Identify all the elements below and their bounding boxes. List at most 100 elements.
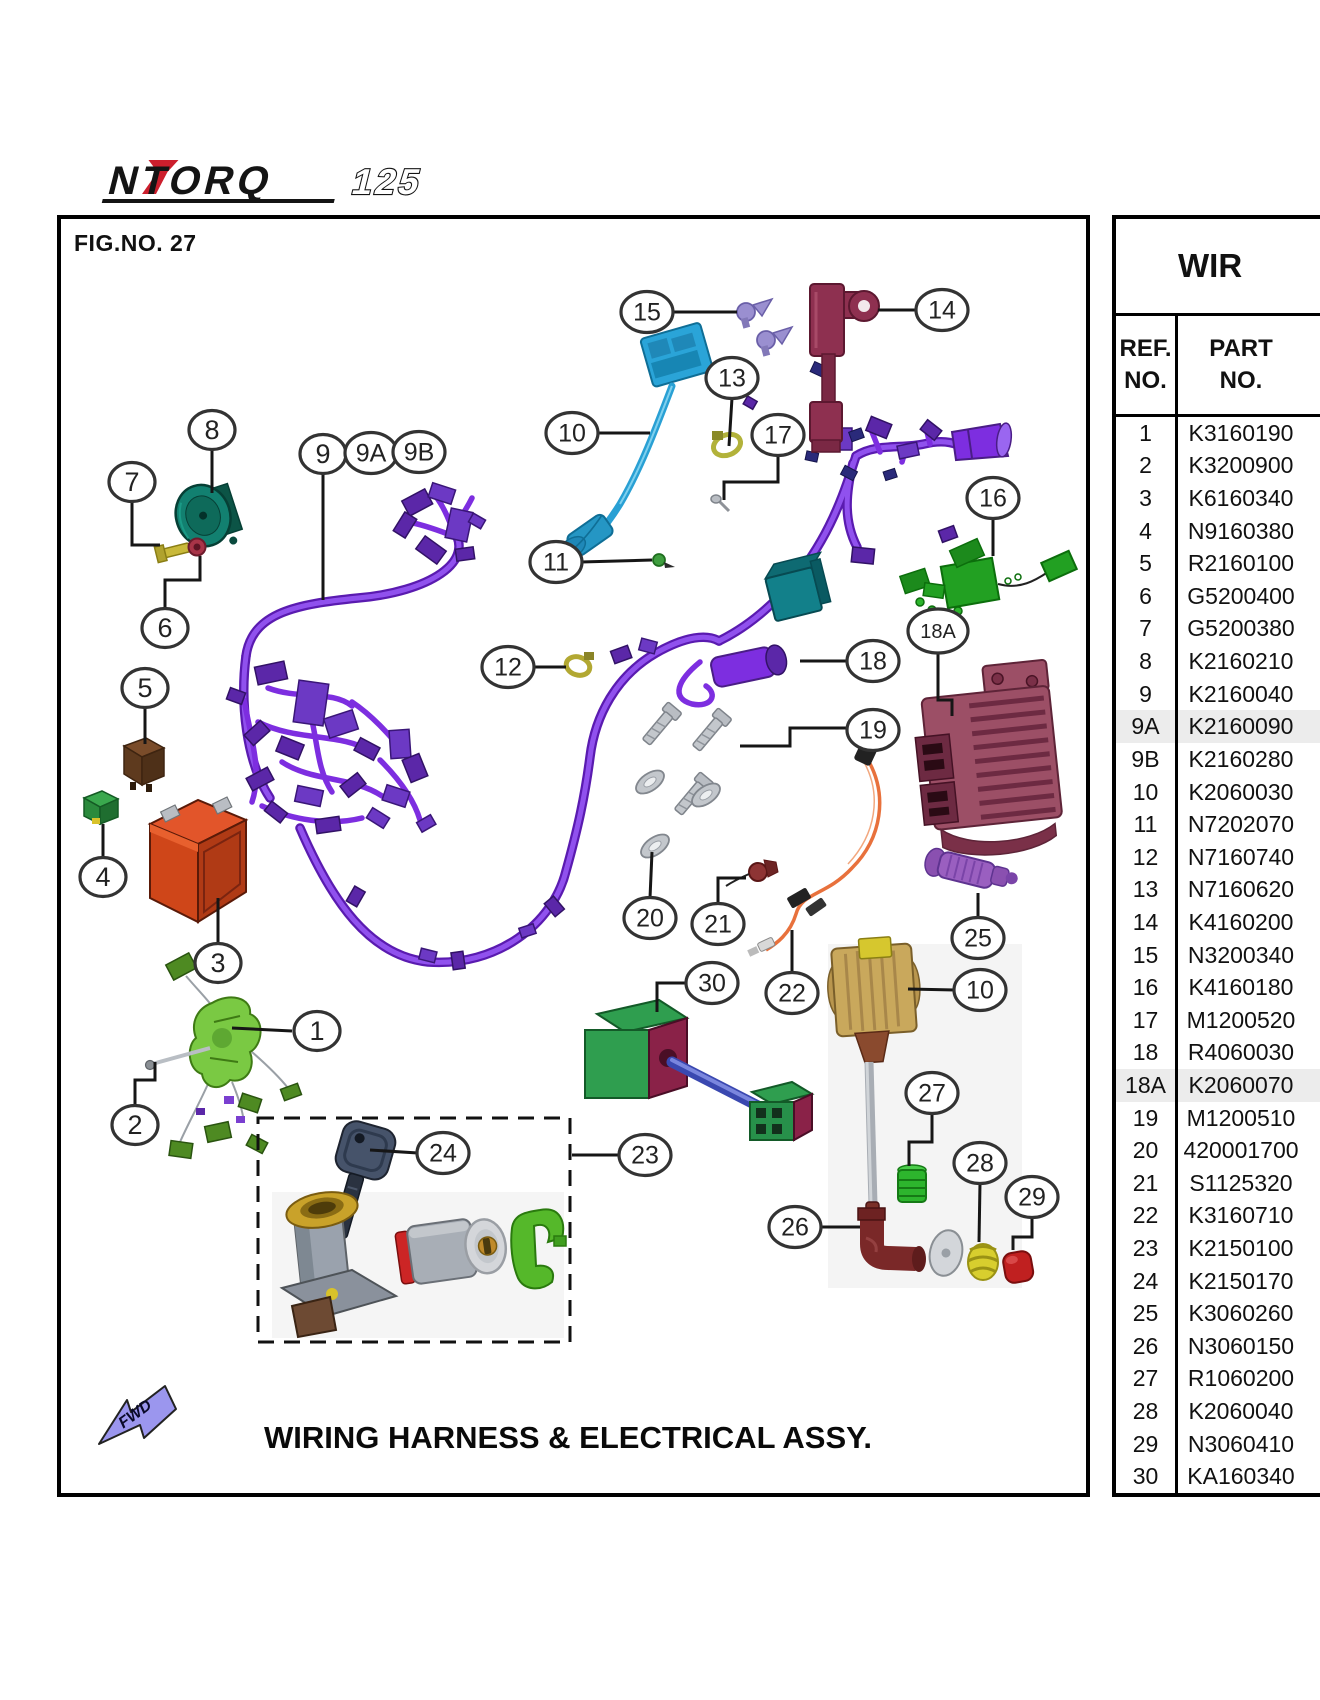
callout-number: 13	[718, 365, 746, 393]
ref-cell: 15	[1116, 938, 1178, 972]
callout-bubble	[193, 941, 243, 985]
callout-number: 8	[204, 415, 219, 445]
part-cell: K2160210	[1188, 648, 1294, 675]
horn-grommet-illustration	[187, 537, 207, 557]
callout-21: 21	[690, 876, 746, 947]
callout-12: 12	[480, 644, 566, 690]
lock-clip-illustration	[510, 1208, 567, 1290]
callout-leader-line	[133, 1062, 157, 1105]
diagram-border	[57, 215, 1090, 1497]
callout-number: 26	[781, 1214, 809, 1242]
callout-3: 3	[193, 898, 243, 985]
callout-10b: 10	[907, 967, 1008, 1013]
ref-cell: 8	[1116, 645, 1178, 678]
callout-18: 18	[800, 638, 901, 684]
callout-number: 27	[918, 1080, 946, 1108]
ref-cell: 11	[1116, 808, 1178, 841]
callout-2: 2	[110, 1062, 160, 1147]
part-cell: N3060410	[1187, 1430, 1295, 1457]
lock-barrel-illustration	[394, 1218, 508, 1285]
screw-17-illustration	[710, 494, 731, 513]
callout-28: 28	[952, 1140, 1008, 1243]
ref-cell: 16	[1116, 971, 1178, 1004]
logo-brand-text: NTORQ	[104, 158, 279, 203]
callout-number: 1	[309, 1016, 324, 1046]
callout-bubble	[528, 539, 584, 585]
ref-cell: 14	[1116, 906, 1178, 939]
callout-1: 1	[231, 1009, 342, 1053]
callout-bubble	[952, 967, 1008, 1013]
relay-teal-illustration	[763, 551, 832, 622]
part-cell: R4060030	[1187, 1039, 1295, 1066]
relay-green-illustration	[82, 790, 120, 826]
ref-cell: 21	[1116, 1167, 1178, 1200]
callout-15: 15	[619, 289, 737, 335]
part-cell: G5200380	[1187, 615, 1295, 642]
sheet-title: WIRING HARNESS & ELECTRICAL ASSY.	[264, 1420, 872, 1455]
callout-22: 22	[764, 930, 820, 1016]
ref-cell: 17	[1116, 1003, 1178, 1037]
ref-cell: 2	[1116, 449, 1178, 483]
callout-bubble	[750, 412, 806, 458]
callout-bubble	[965, 475, 1021, 521]
callout-bubble	[1004, 1174, 1060, 1220]
part-cell: R1060200	[1187, 1365, 1295, 1392]
ref-cell: 12	[1116, 840, 1178, 874]
ref-cell: 6	[1116, 580, 1178, 613]
harness-trumpet-connector	[950, 422, 1013, 462]
lead-wire-illustration	[747, 736, 882, 957]
callout-19: 19	[740, 707, 901, 753]
callout-number: 29	[1018, 1184, 1046, 1212]
callout-leader-line	[163, 556, 202, 608]
ref-cell: 27	[1116, 1362, 1178, 1396]
part-cell: K2160040	[1188, 680, 1294, 707]
ref-cell: 26	[1116, 1330, 1178, 1363]
ref-cell: 23	[1116, 1232, 1178, 1265]
callout-bubble	[391, 429, 447, 475]
callout-bubble	[619, 289, 675, 335]
parts-table-title: WIR	[1116, 219, 1320, 316]
callout-bubble	[704, 355, 760, 401]
switch-assembly-illustration	[164, 951, 303, 1160]
callout-bubble	[140, 606, 190, 650]
flasher-unit-illustration	[584, 998, 815, 1142]
callout-leader-line	[722, 455, 780, 500]
part-cell: K2060040	[1188, 1398, 1294, 1425]
callout-bubble	[617, 1132, 673, 1178]
regulator-illustration	[914, 659, 1063, 856]
wiring-harness-illustration	[225, 360, 1013, 971]
callout-bubble	[120, 666, 170, 710]
table-row: 7 G5200380	[1116, 612, 1320, 646]
callout-number: 25	[964, 925, 992, 953]
ref-cell: 3	[1116, 482, 1178, 515]
part-cell: K2060070	[1188, 1071, 1294, 1098]
callout-number: 2	[127, 1110, 142, 1140]
callout-number: 18	[859, 648, 887, 676]
callout-4: 4	[78, 824, 128, 899]
ref-cell: 7	[1116, 612, 1178, 646]
callout-number: 4	[95, 862, 110, 892]
part-cell: K3160190	[1188, 419, 1294, 446]
callout-27: 27	[904, 1070, 960, 1166]
callout-number: 30	[698, 970, 726, 998]
callout-number: 16	[979, 485, 1007, 513]
part-cell: N7160620	[1187, 876, 1295, 903]
